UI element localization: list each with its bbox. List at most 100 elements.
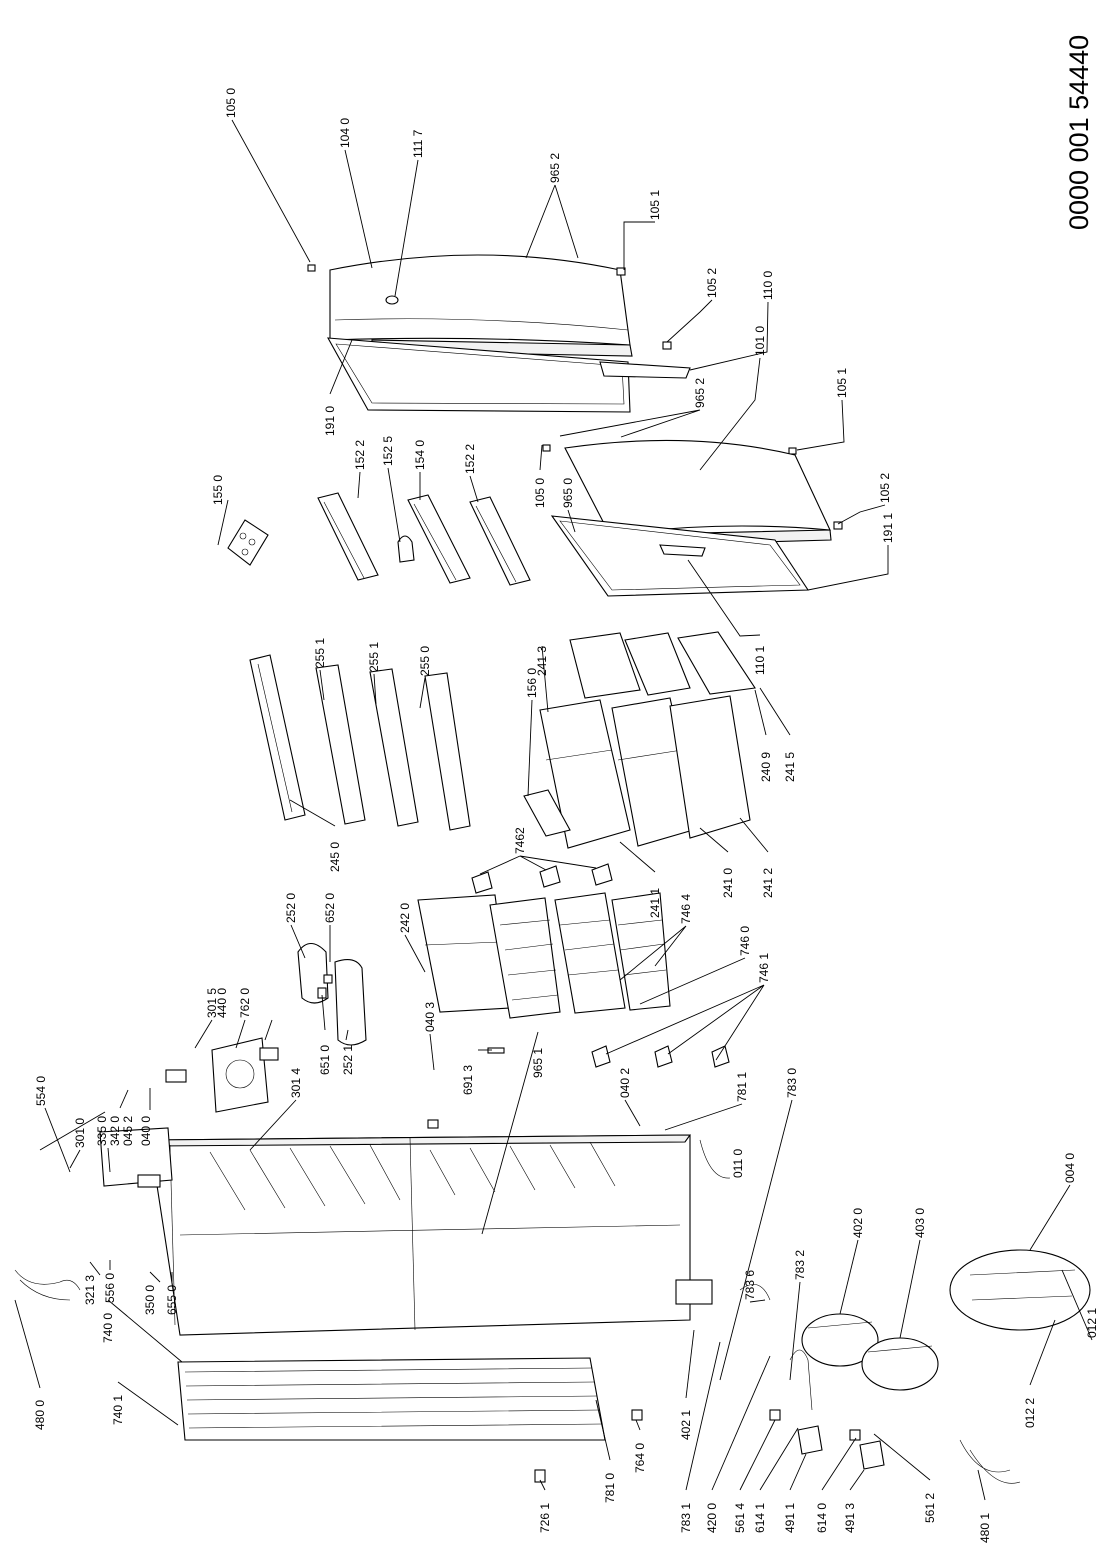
part-label: 156 0 [525,668,539,698]
door-bin-2 [407,494,471,584]
part-label: 245 0 [328,842,342,872]
part-label: 242 0 [398,903,412,933]
part-label: 554 0 [34,1076,48,1106]
part-label: 614 0 [815,1503,829,1533]
part-label: 783 6 [743,1270,757,1300]
part-label: 655 0 [165,1285,179,1315]
condenser [177,1357,606,1441]
part-label: 342 0 [108,1116,122,1146]
part-label: 726 1 [538,1503,552,1533]
glass-shelf-3 [424,672,471,831]
part-label: 255 1 [367,642,381,672]
fan-assembly [211,1037,269,1113]
part-label: 491 3 [843,1503,857,1533]
part-label: 491 1 [783,1503,797,1533]
leader-lines [14,119,1093,1501]
part-label: 781 1 [735,1072,749,1102]
part-label: 783 0 [785,1068,799,1098]
part-label: 402 1 [679,1410,693,1440]
part-label: 105 0 [224,88,238,118]
part-label: 154 0 [413,440,427,470]
part-label: 040 3 [423,1002,437,1032]
document-number: 0000 001 54440 [1064,35,1094,230]
shelf-frame [249,654,306,821]
part-label: 040 0 [139,1116,153,1146]
part-label: 440 0 [215,988,229,1018]
part-label: 480 0 [33,1400,47,1430]
part-label: 152 2 [353,440,367,470]
part-label: 561 4 [733,1503,747,1533]
part-label: 105 2 [878,473,892,503]
evaporator-grid-2 [554,892,626,1014]
part-label: 252 0 [284,893,298,923]
small-components [165,974,505,1129]
part-labels: 105 0 104 0 111 7 965 2 105 1 105 2 110 … [33,88,1099,1543]
part-label: 335 0 [95,1116,109,1146]
part-label: 762 0 [238,988,252,1018]
part-label: 965 0 [561,478,575,508]
drawer-fronts [569,631,756,699]
part-label: 012 2 [1023,1398,1037,1428]
upper-door-handle [599,361,691,379]
drawer-1 [539,699,631,849]
part-label: 012 1 [1085,1308,1099,1338]
lower-door-gasket [550,515,810,597]
part-label: 101 0 [753,326,767,356]
document-number-text: 0000 001 54440 [1064,35,1094,230]
evaporator-grid-1 [489,897,561,1019]
upper-door [329,254,633,357]
part-label: 301 0 [73,1118,87,1148]
egg-holder [397,535,415,563]
part-label: 105 1 [648,190,662,220]
part-label: 105 0 [533,478,547,508]
part-label: 241 0 [721,868,735,898]
cabinet [148,1134,692,1336]
part-label: 241 5 [783,752,797,782]
part-label: 740 1 [111,1395,125,1425]
part-label: 350 0 [143,1285,157,1315]
part-label: 764 0 [633,1443,647,1473]
evaporator-grid-3 [611,892,671,1011]
part-label: 155 0 [211,475,225,505]
part-label: 011 0 [731,1149,745,1178]
hinge-small-parts [307,264,843,530]
door-bin-3 [469,496,531,586]
door-bin-1 [317,492,379,581]
part-label: 746 4 [679,894,693,924]
upper-door-gasket [327,337,631,413]
part-label: 321 3 [83,1275,97,1305]
part-label: 241 3 [535,646,549,676]
drain-duct [334,959,367,1046]
part-label: 255 1 [313,638,327,668]
drawer-cover [523,789,571,837]
compressor-2 [861,1337,939,1391]
part-label: 746 0 [738,926,752,956]
part-label: 045 2 [121,1116,135,1146]
part-label: 783 1 [679,1503,693,1533]
part-label: 111 7 [411,129,425,158]
part-label: 004 0 [1063,1153,1077,1183]
part-label: 191 1 [881,513,895,543]
part-label: 152 2 [463,444,477,474]
relay-and-start-parts [534,1279,885,1483]
part-label: 781 0 [603,1473,617,1503]
part-label: 403 0 [913,1208,927,1238]
drawer-3 [669,695,751,839]
part-label: 110 1 [753,646,767,675]
part-label: 480 1 [978,1513,992,1543]
part-label: 402 0 [851,1208,865,1238]
grid-supports [471,863,730,1068]
part-label: 241 1 [648,888,662,918]
part-label: 301 5 [205,988,219,1018]
part-label: 965 2 [548,153,562,183]
compressor-mount-plate [949,1249,1091,1331]
part-label: 152 5 [381,436,395,466]
part-label: 740 0 [101,1313,115,1343]
part-label: 104 0 [338,118,352,148]
part-label: 7462 [513,827,527,854]
part-label: 105 2 [705,268,719,298]
part-label: 255 0 [418,646,432,676]
ice-tray [227,519,269,566]
part-label: 691 3 [461,1065,475,1095]
